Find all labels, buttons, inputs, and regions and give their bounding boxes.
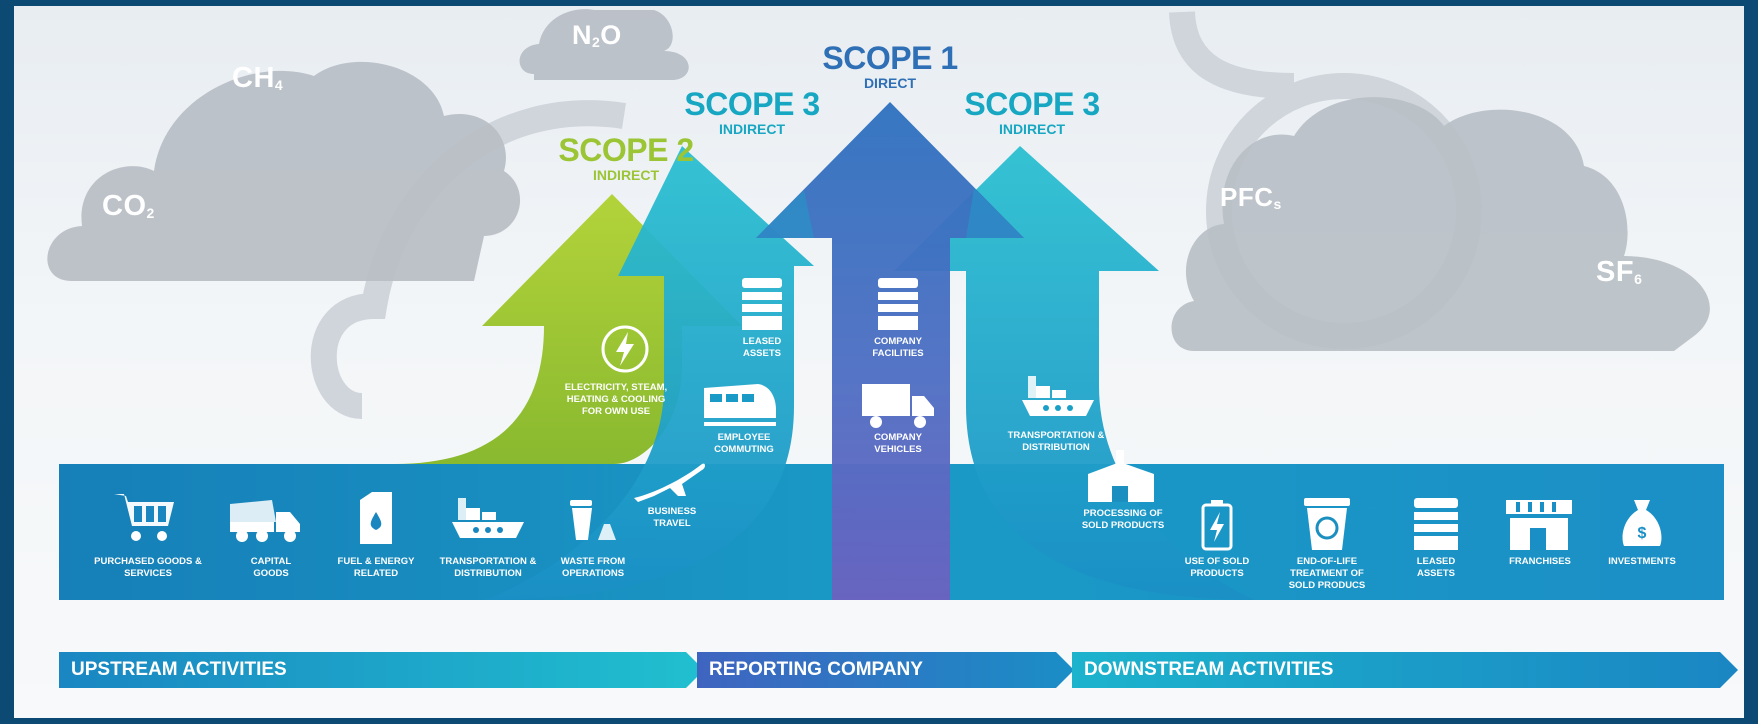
franchises-label: FRANCHISES bbox=[1509, 556, 1571, 567]
dump-truck-icon bbox=[230, 500, 300, 542]
use-sold-products-label: USE OF SOLD PRODUCTS bbox=[1184, 556, 1250, 579]
top-cloud bbox=[519, 9, 689, 80]
building-icon bbox=[742, 278, 782, 330]
building-icon bbox=[1414, 498, 1458, 550]
left-cloud bbox=[47, 61, 521, 281]
waste-bin-icon bbox=[570, 500, 616, 540]
leased-assets-downstream-label: LEASED ASSETS bbox=[1416, 556, 1456, 579]
scope1-arrow bbox=[756, 102, 1024, 600]
money-bag-icon: $ bbox=[1622, 500, 1662, 546]
company-vehicles-label: COMPANY VEHICLES bbox=[874, 432, 922, 455]
lightning-bolt-icon bbox=[601, 325, 649, 373]
right-cloud bbox=[1171, 97, 1710, 351]
purchased-goods-label: PURCHASED GOODS & SERVICES bbox=[94, 556, 202, 579]
business-travel-label: BUSINESS TRAVEL bbox=[647, 506, 697, 529]
reporting-banner-shape bbox=[697, 652, 1074, 688]
employee-commuting-label: EMPLOYEE COMMUTING bbox=[714, 432, 774, 455]
infographic-artwork bbox=[47, 9, 1738, 688]
svg-text:$: $ bbox=[1638, 525, 1647, 542]
scope3-upstream-arrow bbox=[484, 146, 814, 600]
gas-n2o: N2O bbox=[572, 20, 622, 50]
downstream-activities-banner: DOWNSTREAM ACTIVITIES bbox=[1084, 659, 1334, 680]
gas-ch4: CH4 bbox=[232, 62, 284, 94]
company-facilities-label: COMPANY FACILITIES bbox=[872, 336, 924, 359]
processing-sold-products-label: PROCESSING OF SOLD PRODUCTS bbox=[1081, 508, 1165, 531]
gas-sf6: SF6 bbox=[1596, 256, 1643, 288]
factory-icon bbox=[1088, 450, 1154, 502]
investments-label: INVESTMENTS bbox=[1608, 556, 1676, 567]
capital-goods-label: CAPITAL GOODS bbox=[250, 556, 292, 579]
downstream-transportation-label: TRANSPORTATION & DISTRIBUTION bbox=[1007, 430, 1105, 453]
end-of-life-label: END-OF-LIFE TREATMENT OF SOLD PRODUCS bbox=[1288, 556, 1366, 591]
downstream-banner-shape bbox=[1072, 652, 1738, 688]
fuel-can-icon bbox=[360, 492, 392, 544]
cargo-ship-icon bbox=[452, 498, 524, 538]
upstream-activities-banner: UPSTREAM ACTIVITIES bbox=[71, 659, 287, 680]
delivery-truck-icon bbox=[862, 384, 934, 428]
airplane-icon bbox=[634, 463, 705, 502]
upstream-banner-shape bbox=[59, 652, 704, 688]
scope3-downstream-arrow bbox=[894, 146, 1254, 600]
reporting-company-banner: REPORTING COMPANY bbox=[709, 659, 923, 680]
leased-assets-upstream-label: LEASED ASSETS bbox=[742, 336, 782, 359]
gas-co2: CO2 bbox=[102, 190, 155, 222]
upstream-transportation-label: TRANSPORTATION & DISTRIBUTION bbox=[439, 556, 537, 579]
storefront-icon bbox=[1506, 500, 1572, 550]
building-icon bbox=[878, 278, 918, 330]
electricity-steam-label: ELECTRICITY, STEAM, HEATING & COOLING FO… bbox=[564, 382, 668, 417]
battery-icon bbox=[1201, 500, 1233, 551]
cargo-ship-icon bbox=[1022, 376, 1094, 416]
gas-pfcs: PFCs bbox=[1220, 182, 1282, 212]
waste-operations-label: WASTE FROM OPERATIONS bbox=[560, 556, 626, 579]
shopping-cart-icon bbox=[114, 494, 174, 541]
fuel-energy-label: FUEL & ENERGY RELATED bbox=[337, 556, 415, 579]
recycle-bin-icon bbox=[1304, 498, 1350, 550]
train-icon bbox=[704, 384, 776, 426]
